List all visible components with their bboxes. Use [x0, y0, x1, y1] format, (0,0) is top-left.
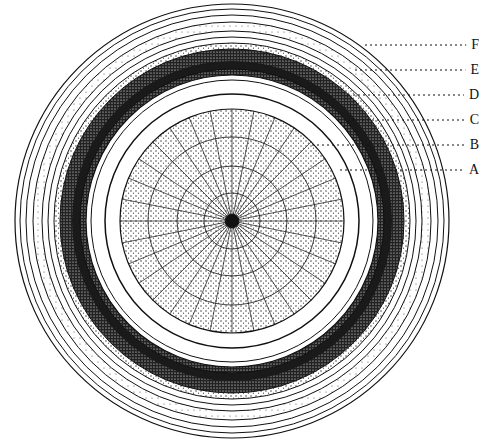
spoke-line	[210, 111, 232, 221]
spoke-line	[129, 221, 233, 264]
spoke-line	[232, 221, 325, 283]
leader-line	[352, 120, 465, 121]
spoke-line	[232, 221, 336, 264]
spoke-line	[232, 221, 233, 333]
spoke-line	[189, 221, 232, 325]
spoke-line	[232, 221, 254, 331]
spoke-line	[189, 118, 232, 222]
center-hub	[225, 214, 239, 228]
spoke-line	[232, 142, 311, 221]
spoke-line	[232, 221, 275, 325]
spoke-line	[232, 118, 275, 222]
spoke-line	[122, 221, 232, 243]
layer-letter: D	[468, 88, 480, 102]
spoke-line	[232, 199, 342, 221]
layer-letter: B	[469, 138, 480, 152]
leader-line	[365, 45, 466, 46]
spoke-line	[170, 221, 232, 314]
leader-line	[355, 70, 465, 71]
layer-letter: F	[470, 38, 480, 52]
spoke-line	[232, 128, 294, 221]
spoke-line	[153, 142, 232, 221]
spoke-line	[232, 221, 311, 300]
spoke-line	[153, 221, 232, 300]
leader-line	[340, 170, 464, 171]
leader-line	[348, 95, 464, 96]
layer-letter: E	[469, 63, 480, 77]
spoke-line	[129, 178, 233, 221]
layer-letter: C	[469, 113, 480, 127]
spoke-line	[232, 178, 336, 221]
layer-letter: A	[468, 163, 480, 177]
leader-line	[312, 145, 465, 146]
spoke-line	[120, 221, 232, 222]
spoke-line	[139, 159, 232, 221]
spoke-line	[232, 221, 344, 222]
spoke-line	[232, 109, 233, 221]
